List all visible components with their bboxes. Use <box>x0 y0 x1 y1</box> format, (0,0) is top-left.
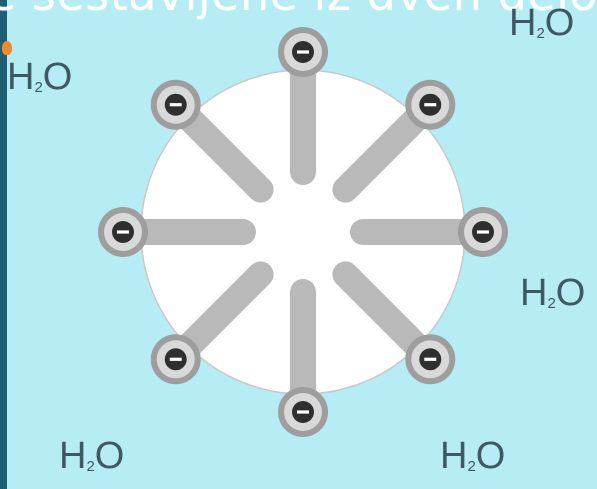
minus-sign-icon <box>297 410 309 413</box>
minus-sign-icon <box>170 358 182 361</box>
minus-sign-icon <box>424 103 436 106</box>
minus-sign-icon <box>477 230 489 233</box>
water-label: H2O <box>59 437 124 475</box>
water-label: H2O <box>509 4 574 42</box>
minus-sign-icon <box>297 50 309 53</box>
water-label: H2O <box>440 437 505 475</box>
minus-sign-icon <box>117 230 129 233</box>
water-label: H2O <box>520 274 585 312</box>
minus-sign-icon <box>424 358 436 361</box>
minus-sign-icon <box>170 103 182 106</box>
water-label: H2O <box>7 58 72 96</box>
